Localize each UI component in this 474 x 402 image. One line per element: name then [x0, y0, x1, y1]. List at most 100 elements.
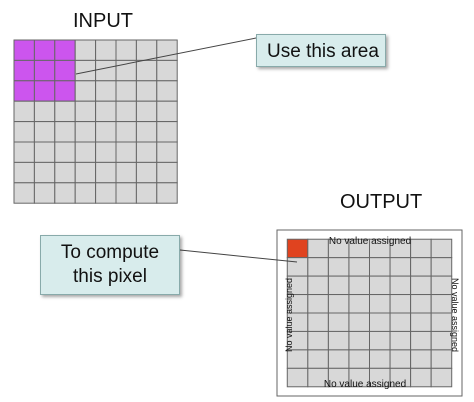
- output-cell: [389, 330, 412, 351]
- input-cell: [74, 121, 97, 143]
- input-cell: [33, 100, 56, 123]
- output-cell: [430, 275, 453, 296]
- input-cell: [135, 100, 158, 123]
- output-cell: [430, 349, 453, 369]
- input-title: INPUT: [73, 10, 133, 32]
- output-cell: [348, 294, 371, 314]
- callout-pixel-line-2: this pixel: [73, 266, 147, 287]
- output-cell: [389, 312, 412, 332]
- input-cell: [95, 161, 117, 184]
- output-cell: [389, 275, 412, 296]
- output-grid: [276, 229, 463, 397]
- input-cell: [54, 182, 76, 204]
- output-cell: [430, 294, 453, 314]
- output-cell: [369, 349, 391, 369]
- input-cell: [135, 80, 158, 102]
- output-cell: [389, 257, 412, 277]
- input-cell: [135, 59, 158, 82]
- input-cell: [13, 141, 35, 163]
- input-cell: [95, 141, 117, 163]
- input-cell: [156, 182, 178, 204]
- output-cell: [410, 294, 432, 314]
- callout-use-area: Use this area: [256, 34, 386, 67]
- output-cell: [369, 330, 391, 351]
- connector-line-pixel: [179, 249, 298, 263]
- output-cell: [327, 257, 350, 277]
- output-cell: [430, 312, 453, 332]
- output-cell: [410, 238, 432, 259]
- output-cell: [286, 367, 309, 388]
- output-cell: [410, 367, 432, 388]
- input-cell: [156, 141, 178, 163]
- input-cell: [135, 161, 158, 184]
- input-highlight-cell: [33, 80, 56, 102]
- input-cell: [135, 182, 158, 204]
- input-cell: [95, 182, 117, 204]
- input-cell: [156, 100, 178, 123]
- output-cell: [327, 294, 350, 314]
- input-cell: [74, 39, 97, 61]
- output-cell: [369, 257, 391, 277]
- input-cell: [74, 141, 97, 163]
- input-cell: [156, 161, 178, 184]
- output-cell: [307, 238, 329, 259]
- output-cell: [307, 275, 329, 296]
- output-cell: [307, 330, 329, 351]
- input-cell: [115, 80, 137, 102]
- output-cell: [307, 349, 329, 369]
- output-cell: [348, 275, 371, 296]
- input-cell: [54, 161, 76, 184]
- output-cell: [307, 312, 329, 332]
- input-cell: [156, 80, 178, 102]
- input-highlight-cell: [13, 59, 35, 82]
- input-highlight-cell: [13, 39, 35, 61]
- output-cell: [327, 275, 350, 296]
- output-label-bottom: No value assigned: [324, 379, 406, 390]
- output-label-left: No value assigned: [284, 278, 294, 352]
- output-cell: [327, 312, 350, 332]
- input-highlight-cell: [54, 39, 76, 61]
- input-cell: [13, 182, 35, 204]
- output-cell: [369, 275, 391, 296]
- input-cell: [115, 141, 137, 163]
- input-cell: [95, 59, 117, 82]
- output-cell: [430, 238, 453, 259]
- input-cell: [54, 100, 76, 123]
- output-cell: [410, 312, 432, 332]
- input-cell: [13, 100, 35, 123]
- output-cell: [348, 349, 371, 369]
- output-cell: [307, 257, 329, 277]
- input-cell: [115, 182, 137, 204]
- output-cell: [327, 330, 350, 351]
- input-highlight-cell: [13, 80, 35, 102]
- output-title: OUTPUT: [340, 191, 423, 213]
- output-label-right: No value assigned: [450, 278, 460, 352]
- output-cell: [307, 294, 329, 314]
- input-cell: [13, 161, 35, 184]
- output-cell: [430, 367, 453, 388]
- input-cell: [54, 121, 76, 143]
- input-cell: [115, 100, 137, 123]
- output-cell: [430, 257, 453, 277]
- output-cell: [286, 257, 309, 277]
- input-cell: [33, 141, 56, 163]
- input-cell: [74, 80, 97, 102]
- output-cell: [327, 349, 350, 369]
- input-cell: [33, 121, 56, 143]
- input-cell: [135, 141, 158, 163]
- callout-use-area-text: Use this area: [267, 41, 379, 62]
- input-cell: [74, 182, 97, 204]
- input-cell: [115, 39, 137, 61]
- input-cell: [74, 161, 97, 184]
- output-cell: [410, 330, 432, 351]
- input-cell: [95, 80, 117, 102]
- output-cell: [369, 294, 391, 314]
- output-cell: [410, 275, 432, 296]
- input-cell: [74, 100, 97, 123]
- input-cell: [13, 121, 35, 143]
- input-highlight-cell: [33, 39, 56, 61]
- input-cell: [115, 121, 137, 143]
- output-cell: [430, 330, 453, 351]
- output-cell: [348, 312, 371, 332]
